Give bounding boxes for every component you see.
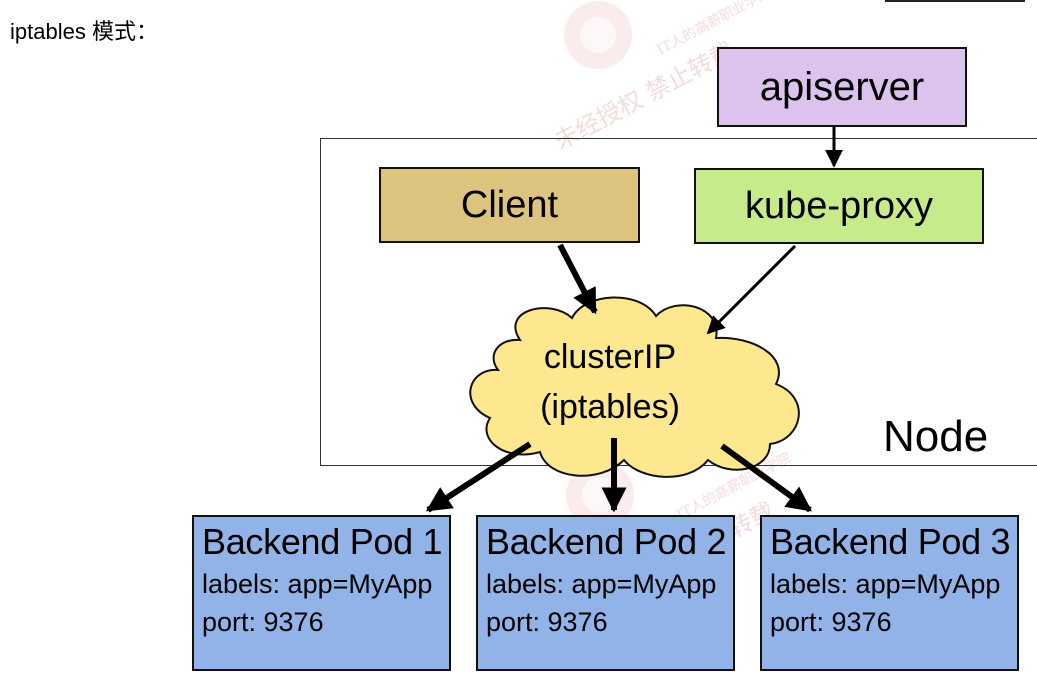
- top-divider: [885, 0, 1025, 2]
- pod-labels: labels: app=MyApp: [486, 569, 717, 599]
- backend-pod-2: Backend Pod 2 labels: app=MyApp port: 93…: [476, 515, 735, 671]
- watermark-logo-top: [564, 1, 632, 69]
- arrow-client-to-cluster-ip: [557, 243, 598, 315]
- kube-proxy-box: kube-proxy: [694, 168, 984, 244]
- pod-title: Backend Pod 2: [486, 521, 727, 562]
- pod-labels: labels: app=MyApp: [202, 569, 433, 599]
- backend-pod-1: Backend Pod 1 labels: app=MyApp port: 93…: [192, 515, 451, 671]
- arrow-kube-proxy-to-cluster-ip: [706, 244, 797, 335]
- cluster-ip-label: clusterIP: [543, 338, 677, 376]
- arrow-cluster-ip-to-pod-3: [720, 443, 813, 513]
- arrow-cluster-ip-to-pod-1: [425, 441, 532, 513]
- kube-proxy-label: kube-proxy: [745, 184, 933, 227]
- backend-pod-3: Backend Pod 3 labels: app=MyApp port: 93…: [760, 515, 1019, 671]
- pod-port: port: 9376: [770, 607, 892, 637]
- pod-title: Backend Pod 1: [202, 521, 443, 562]
- pod-labels: labels: app=MyApp: [770, 569, 1001, 599]
- pod-port: port: 9376: [486, 607, 608, 637]
- client-box: Client: [379, 167, 640, 243]
- pod-title: Backend Pod 3: [770, 521, 1011, 562]
- client-label: Client: [460, 183, 559, 226]
- apiserver-label: apiserver: [759, 64, 925, 109]
- cluster-ip-cloud: [469, 296, 800, 478]
- apiserver-box: apiserver: [717, 47, 967, 127]
- node-label: Node: [883, 412, 989, 461]
- pod-port: port: 9376: [202, 607, 324, 637]
- page-heading: iptables 模式：: [10, 19, 158, 44]
- cluster-ip-mode-label: (iptables): [540, 388, 680, 426]
